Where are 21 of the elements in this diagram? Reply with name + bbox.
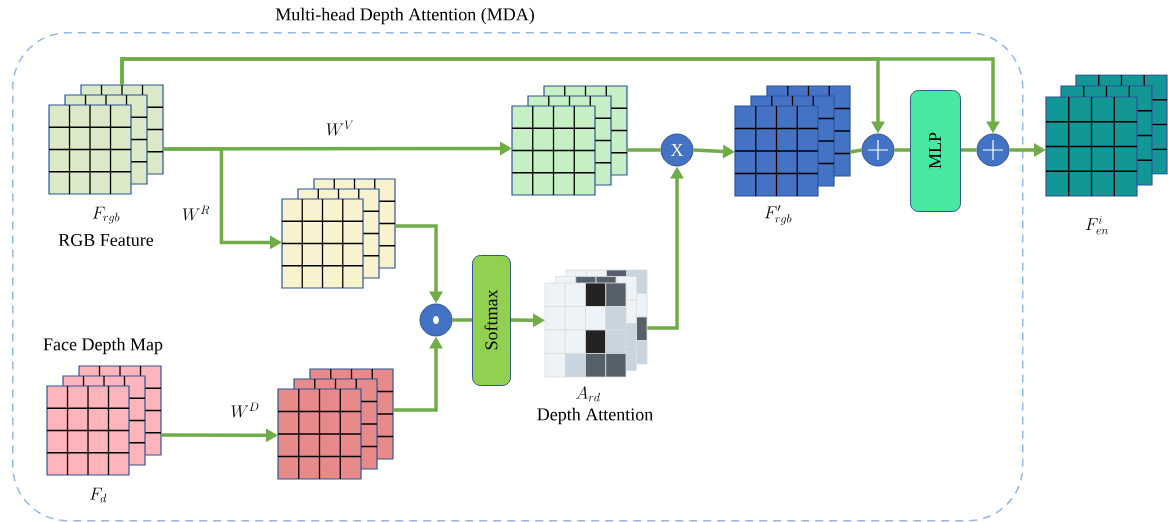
caption-label: Depth Attention bbox=[537, 407, 653, 425]
edge-label: $W^R$ bbox=[181, 204, 211, 222]
add-circle bbox=[861, 133, 895, 167]
product-circle bbox=[419, 303, 453, 337]
formula-label: $F_{en}^{i}$ bbox=[1085, 215, 1109, 235]
formula-label: $F_{rgb}$ bbox=[92, 206, 120, 224]
dashed-frame bbox=[12, 32, 1024, 522]
diagram-title: Multi-head Depth Attention (MDA) bbox=[275, 7, 534, 25]
feature-map-stack bbox=[511, 85, 628, 196]
caption-label: Face Depth Map bbox=[43, 337, 163, 355]
caption-label: RGB Feature bbox=[58, 233, 154, 247]
process-box: Softmax bbox=[472, 255, 511, 386]
formula-label: $F_d$ bbox=[90, 487, 107, 503]
formula-label: $F'_{rgb}$ bbox=[764, 205, 792, 225]
add-circle bbox=[976, 133, 1010, 167]
edge-label: $W^V$ bbox=[324, 119, 356, 137]
formula-label: $A_{rd}$ bbox=[576, 386, 600, 402]
process-box: MLP bbox=[910, 90, 961, 212]
feature-map-stack bbox=[277, 368, 394, 480]
edge-label: $W^D$ bbox=[229, 401, 261, 419]
feature-map-stack bbox=[281, 178, 396, 289]
